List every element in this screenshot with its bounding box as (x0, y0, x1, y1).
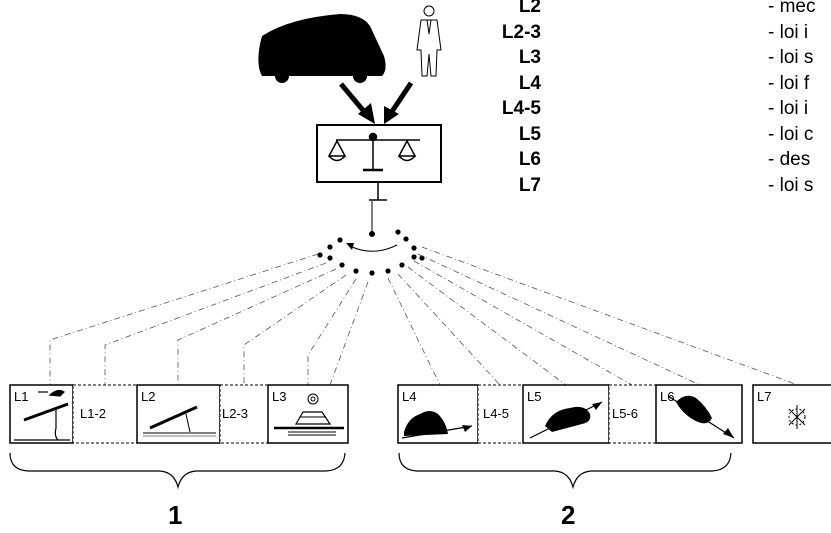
snowflake-icon (788, 405, 806, 429)
selector-dot (369, 270, 375, 276)
selector-pointer (346, 182, 398, 252)
selector-dot (339, 262, 345, 268)
connector-lines (49, 246, 799, 386)
selector-dot (411, 245, 417, 251)
box-l4: L4 (397, 384, 479, 444)
brace-group-2 (398, 452, 732, 490)
connector-line (104, 262, 327, 385)
box-l1-2: L1-2 (72, 384, 138, 444)
legend-text: - loi f (768, 72, 810, 94)
box-l4-5: L4-5 (477, 384, 524, 444)
vehicle-icon (274, 393, 344, 436)
box-label: L2-3 (222, 406, 248, 421)
cow-icon (529, 401, 603, 439)
selector-dot (327, 255, 333, 261)
connector-line (177, 268, 337, 385)
legend-text: - loi s (768, 174, 814, 196)
person-icon (416, 5, 442, 77)
selector-dot (337, 237, 343, 243)
box-label: L2 (141, 389, 155, 404)
scale-box (316, 124, 442, 183)
selector-dot (411, 254, 417, 260)
connector-line (417, 253, 701, 386)
legend-code: L3 (518, 47, 541, 68)
legend-code: L6 (518, 149, 541, 170)
legend-text: - loi s (768, 47, 814, 68)
box-label: L5 (527, 389, 541, 404)
legend-code: L4 (518, 72, 541, 94)
connector-line (307, 278, 357, 385)
arrow-car-to-scale (339, 82, 375, 124)
connector-line (407, 266, 567, 386)
box-label: L1-2 (80, 406, 106, 421)
road-icon (143, 405, 216, 437)
selector-dot (353, 268, 359, 274)
legend-code: L4-5 (501, 98, 541, 119)
arrow-person-to-scale (384, 81, 414, 124)
selector-dot (327, 244, 333, 250)
selector-dot (403, 236, 409, 242)
box-label: L3 (272, 389, 286, 404)
group-number-2: 2 (561, 500, 575, 530)
selector-dot (395, 229, 401, 235)
connector-line (243, 274, 347, 385)
box-label: L5-6 (612, 406, 638, 421)
legend-code: L2-3 (501, 21, 541, 43)
brace-group-1 (9, 452, 346, 490)
box-l5: L5 (522, 384, 610, 444)
car-icon (258, 14, 386, 83)
selector-dot (399, 262, 405, 268)
selector-dot (317, 252, 323, 258)
box-label: L4 (402, 389, 416, 404)
box-label: L6 (660, 389, 674, 404)
box-label: L7 (757, 389, 771, 404)
box-l7: L7 (752, 384, 831, 444)
connector-line (387, 277, 441, 386)
box-l3: L3 (267, 384, 349, 444)
legend-code: L2 (518, 0, 541, 17)
balance-scale-icon (327, 132, 420, 172)
group-number-1: 1 (168, 500, 182, 530)
cow-icon (401, 411, 473, 439)
selector-dots (317, 229, 425, 276)
connector-line (421, 246, 799, 386)
box-label: L4-5 (483, 406, 509, 421)
box-l2: L2 (136, 384, 221, 444)
legend-code: L5 (518, 123, 541, 145)
road-icon (14, 389, 70, 441)
legend-code: L7 (518, 174, 541, 196)
legend-text: - des (768, 149, 811, 170)
connector-line (329, 281, 369, 386)
box-l6: L6 (655, 384, 743, 444)
legend-text: - loi i (768, 21, 809, 43)
box-l2-3: L2-3 (219, 384, 269, 444)
box-l1: L1 (9, 384, 74, 444)
box-l5-6: L5-6 (608, 384, 657, 444)
legend-text: - loi i (768, 98, 809, 119)
box-label: L1 (14, 389, 28, 404)
legend-text: - mec (768, 0, 816, 17)
connector-line (413, 260, 633, 386)
cow-icon (667, 395, 735, 439)
legend-text: - loi c (768, 123, 814, 145)
connector-line (49, 253, 319, 385)
selector-dot (385, 268, 391, 274)
